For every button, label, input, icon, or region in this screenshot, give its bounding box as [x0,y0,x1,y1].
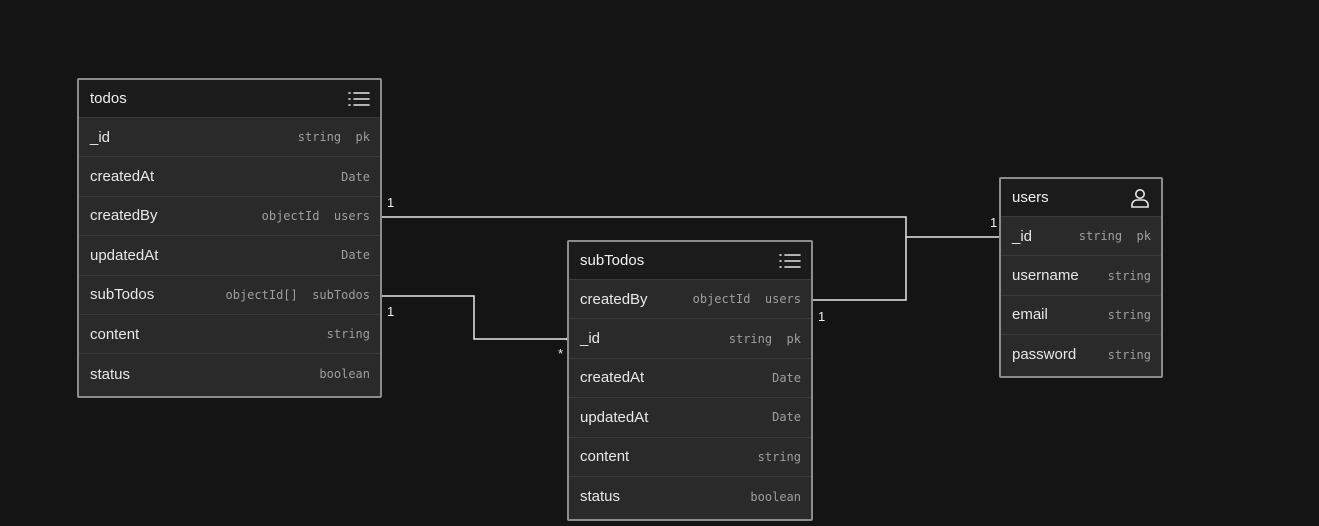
field-type: objectId users [261,208,370,223]
field-row[interactable]: password string [1001,335,1161,374]
field-name: createdBy [580,290,648,308]
field-row[interactable]: status boolean [569,477,811,516]
field-type: objectId[] subTodos [225,287,371,302]
relation-todos-createdBy-users [379,216,1001,238]
field-row[interactable]: email string [1001,296,1161,336]
table-title: todos [90,90,127,107]
field-type: Date [341,248,370,263]
cardinality-label: 1 [818,309,826,324]
table-title: subTodos [580,252,645,269]
relation-todos-subTodos-subTodos [379,295,568,340]
field-name: subTodos [90,286,155,304]
field-name: _id [1012,227,1033,245]
cardinality-label: 1 [990,215,998,230]
field-type: objectId users [692,292,801,307]
field-name: updatedAt [580,408,649,426]
field-name: createdAt [580,369,645,387]
field-type: Date [772,370,801,385]
field-name: content [580,448,630,466]
field-type: string [1107,347,1151,362]
field-name: status [90,365,131,383]
field-type: string pk [297,130,370,145]
field-type: string [1107,307,1151,322]
field-name: updatedAt [90,246,159,264]
table-header[interactable]: users [1001,179,1161,217]
cardinality-label: 1 [387,304,395,319]
list-icon [348,88,370,110]
field-row[interactable]: createdAt Date [79,157,380,197]
field-type: string pk [728,331,801,346]
field-name: status [580,488,621,506]
table-users[interactable]: users _id string pk username string email s… [999,177,1163,378]
table-title: users [1012,189,1049,206]
field-row[interactable]: createdBy objectId users [569,280,811,320]
field-row[interactable]: updatedAt Date [79,236,380,276]
user-icon [1129,187,1151,209]
field-row[interactable]: _id string pk [569,319,811,359]
field-name: username [1012,267,1079,285]
field-type: string [757,449,801,464]
field-row[interactable]: createdAt Date [569,359,811,399]
field-row[interactable]: _id string pk [1001,217,1161,257]
field-type: Date [341,169,370,184]
cardinality-label: 1 [387,195,395,210]
field-type: boolean [750,489,801,504]
field-type: string [326,327,370,342]
field-row[interactable]: subTodos objectId[] subTodos [79,276,380,315]
field-row[interactable]: status boolean [79,354,380,393]
field-name: content [90,325,140,343]
field-type: Date [772,410,801,425]
field-name: _id [90,128,111,146]
field-name: createdBy [90,207,158,225]
table-header[interactable]: todos [79,80,380,118]
list-icon [779,250,801,272]
field-row[interactable]: _id string pk [79,118,380,158]
table-header[interactable]: subTodos [569,242,811,280]
field-name: password [1012,346,1077,364]
field-type: string [1107,268,1151,283]
field-name: createdAt [90,168,155,186]
cardinality-label: * [558,346,564,361]
field-name: _id [580,330,601,348]
field-row[interactable]: updatedAt Date [569,398,811,438]
field-type: boolean [319,367,370,382]
field-row[interactable]: content string [569,438,811,477]
field-row[interactable]: createdBy objectId users [79,197,380,237]
field-name: email [1012,306,1048,324]
field-type: string pk [1078,229,1151,244]
field-row[interactable]: username string [1001,256,1161,296]
relation-subTodos-createdBy-users [811,237,907,301]
field-row[interactable]: content string [79,315,380,355]
